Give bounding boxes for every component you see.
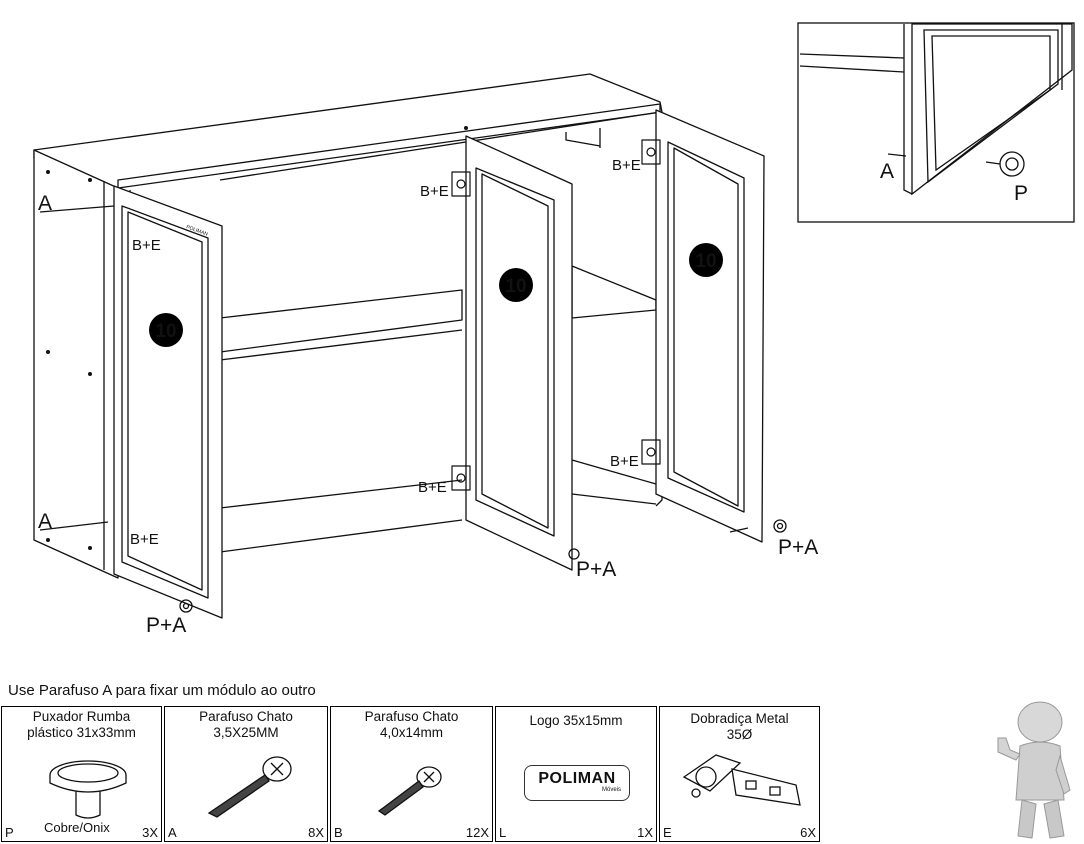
- part-quantity: 8X: [308, 825, 324, 840]
- part-finish: Cobre/Onix: [44, 820, 110, 835]
- part-quantity: 6X: [800, 825, 816, 840]
- hinge-icon: [682, 754, 801, 806]
- svg-text:10: 10: [505, 276, 526, 297]
- screw-a-label: A: [38, 192, 52, 215]
- door-middle: [465, 135, 573, 571]
- detail-screw-label: A: [880, 160, 894, 183]
- hinge-label: B+E: [418, 479, 447, 496]
- svg-text:10: 10: [695, 251, 716, 272]
- part-quantity: 1X: [637, 825, 653, 840]
- cabinet-left-side: [33, 149, 119, 579]
- detail-knob-label: P: [1014, 182, 1028, 205]
- door-right: [655, 109, 765, 543]
- cabinet-shelf-upper: [219, 289, 463, 353]
- part-quantity: 12X: [465, 825, 489, 840]
- hinge-icon: [451, 139, 661, 491]
- logo-icon: POLIMAN Móveis: [524, 765, 630, 801]
- panel-number-badge: 10 10 10: [149, 243, 723, 347]
- hinge-label: B+E: [420, 183, 449, 200]
- short-screw-icon: [377, 766, 442, 816]
- part-code: L: [499, 825, 507, 840]
- door-left: [113, 185, 223, 619]
- part-code: B: [334, 825, 343, 840]
- screw-pointer: [39, 205, 115, 213]
- screw-a-label: A: [38, 510, 52, 533]
- assembly-note: Use Parafuso A para fixar um módulo ao o…: [8, 682, 316, 699]
- part-code: A: [168, 825, 177, 840]
- knob-icon: [49, 760, 127, 819]
- part-card-logo: Logo 35x15mm POLIMAN Móveis L 1X: [495, 706, 657, 842]
- knob-screw-label: P+A: [146, 614, 186, 637]
- part-quantity: 3X: [142, 825, 158, 840]
- knob-icon: [179, 519, 787, 613]
- hinge-label: B+E: [610, 453, 639, 470]
- detail-inset: A P: [797, 22, 1075, 223]
- hinge-label: B+E: [132, 237, 161, 254]
- part-title: Logo 35x15mm: [529, 713, 623, 728]
- long-screw-icon: [207, 756, 292, 818]
- hinge-label: B+E: [130, 531, 159, 548]
- cabinet-top: [33, 73, 663, 189]
- hinge-label: B+E: [612, 157, 641, 174]
- part-code: E: [663, 825, 672, 840]
- part-code: P: [5, 825, 14, 840]
- knob-screw-label: P+A: [778, 536, 818, 559]
- knob-screw-label: P+A: [576, 558, 616, 581]
- thumbs-up-figure-icon: [997, 701, 1071, 839]
- svg-text:10: 10: [155, 321, 176, 342]
